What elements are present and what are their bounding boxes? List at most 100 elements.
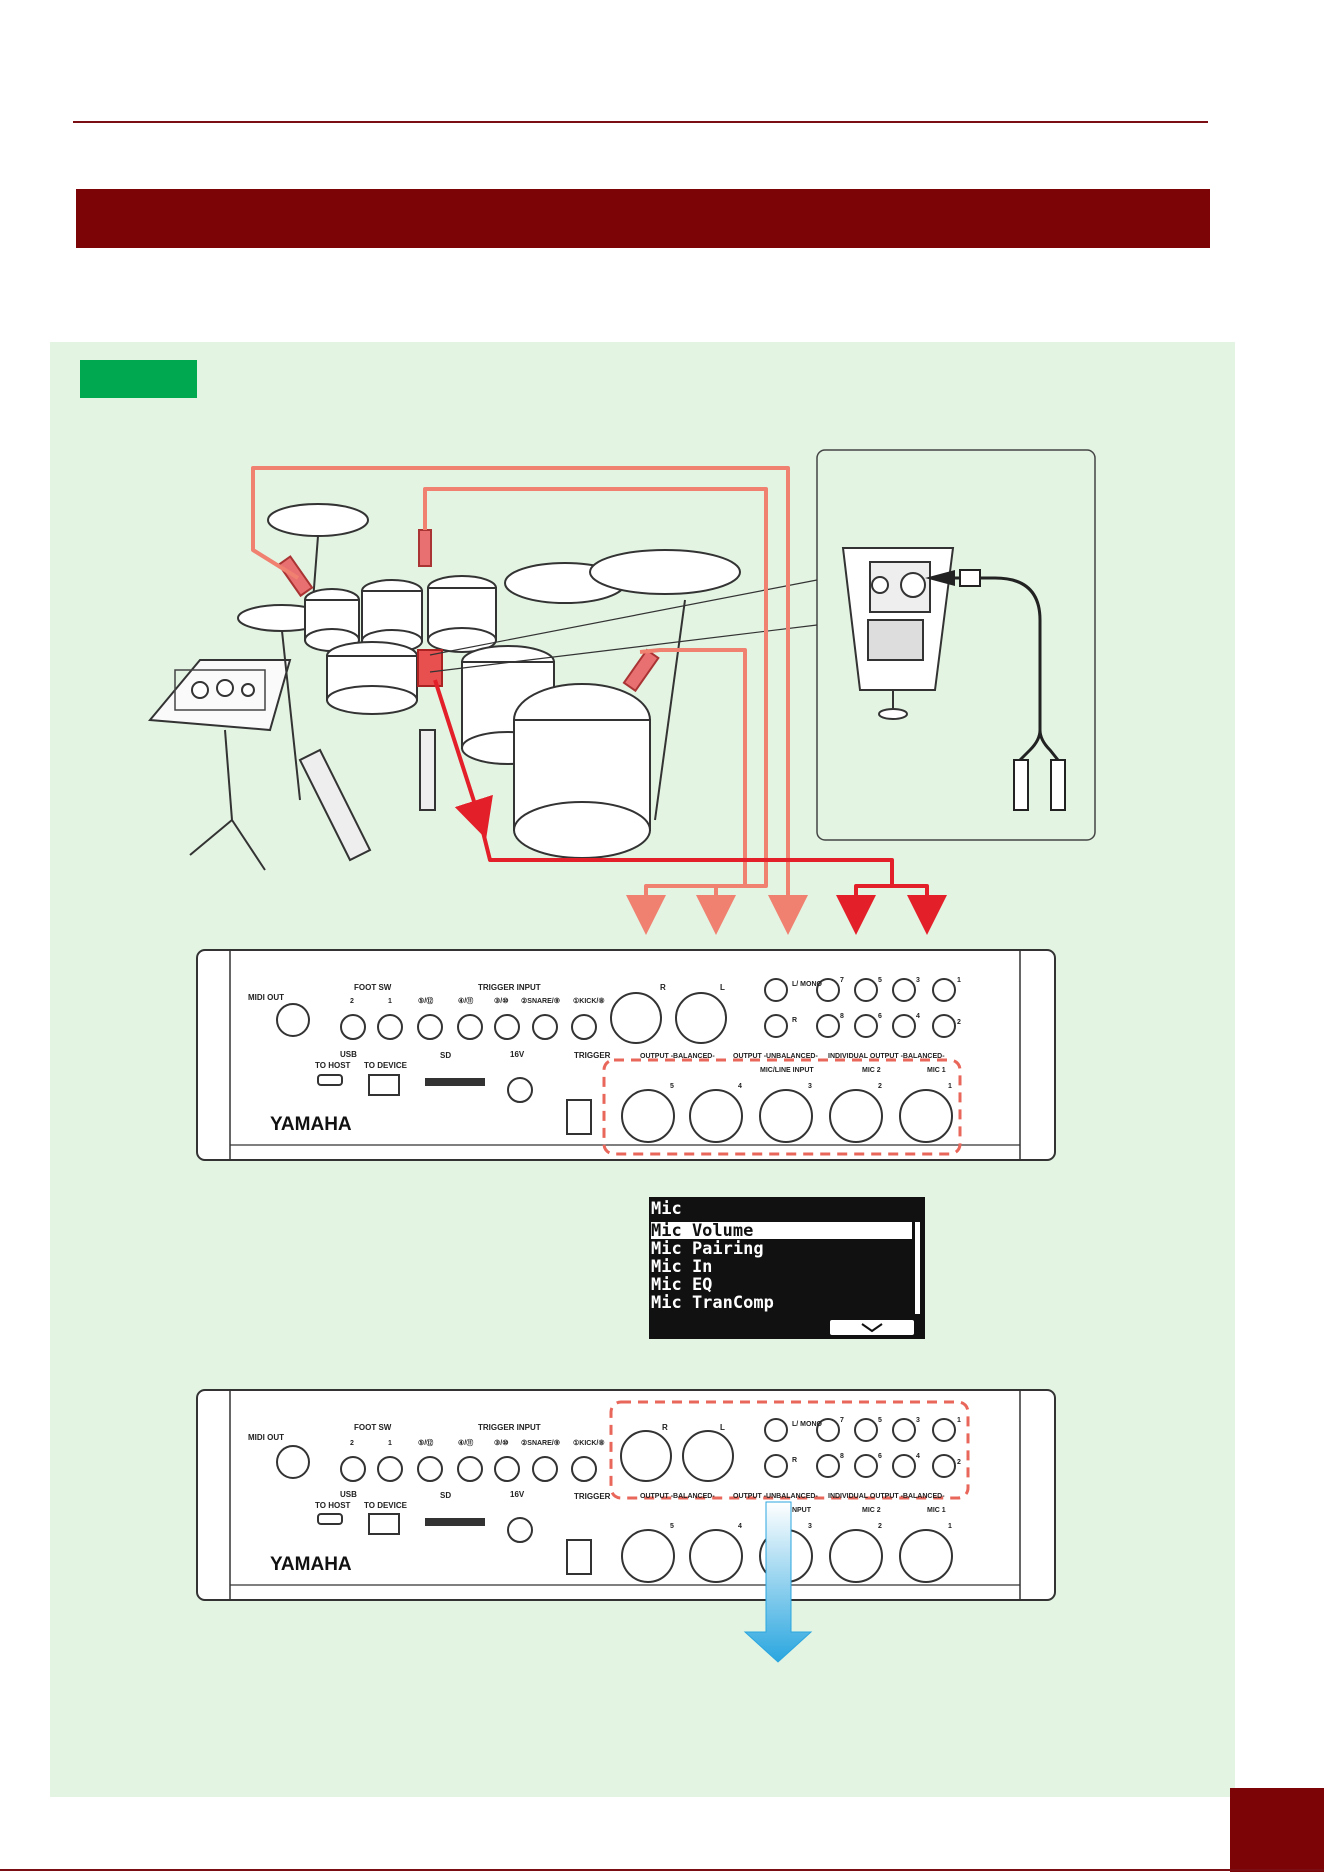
- ride-cymbal-right: [589, 549, 741, 595]
- output-unbal-r-label: R: [792, 1017, 797, 1024]
- power-label: 16V: [510, 1050, 525, 1059]
- individual-out-number: 4: [916, 1453, 920, 1460]
- header-rule: [73, 121, 1208, 123]
- power-label: 16V: [510, 1490, 525, 1499]
- individual-out-number: 5: [878, 977, 882, 984]
- usb-label: USB: [340, 1050, 357, 1059]
- output-l-mono-label: L/ MONO: [792, 1421, 822, 1428]
- output-r-label: R: [662, 1423, 668, 1432]
- sd-label: SD: [440, 1051, 451, 1060]
- individual-output-label: INDIVIDUAL OUTPUT -BALANCED-: [828, 1053, 945, 1060]
- output-unbalanced-label: OUTPUT -UNBALANCED-: [733, 1493, 818, 1500]
- page-number-tab: [1230, 1788, 1324, 1872]
- individual-out-number: 6: [878, 1013, 882, 1020]
- mic-2-label: MIC 2: [862, 1067, 881, 1074]
- rear-panel-bottom: [196, 1389, 1056, 1601]
- output-balanced-label: OUTPUT -BALANCED-: [640, 1053, 715, 1060]
- trigger-jack-label: ⑤/⑫: [418, 1438, 433, 1447]
- yamaha-logo: YAMAHA: [270, 1554, 352, 1575]
- footer-rule: [0, 1869, 1324, 1871]
- individual-out-number: 2: [957, 1459, 961, 1466]
- lcd-menu-item: Mic Volume: [651, 1221, 753, 1241]
- trigger-jack-label: ③/⑩: [494, 1439, 509, 1447]
- individual-out-number: 4: [916, 1013, 920, 1020]
- input-number: 1: [948, 1083, 952, 1090]
- section-title-bar: [76, 189, 1210, 248]
- foot-sw-1-label: 1: [388, 1440, 392, 1447]
- trigger-jack-label: ①KICK/⑧: [573, 1439, 605, 1447]
- individual-output-label: INDIVIDUAL OUTPUT -BALANCED-: [828, 1493, 945, 1500]
- input-number: 3: [808, 1523, 812, 1530]
- lcd-menu-item: Mic EQ: [651, 1275, 712, 1295]
- mic-clamp-illustration: [841, 547, 955, 720]
- lcd-menu-item: Mic In: [651, 1257, 712, 1277]
- midi-out-label: MIDI OUT: [248, 1433, 284, 1442]
- to-host-label: TO HOST: [315, 1501, 351, 1510]
- input-number: 4: [738, 1083, 742, 1090]
- rear-panel-top: [196, 949, 1056, 1161]
- trigger-input-label: TRIGGER INPUT: [478, 983, 541, 992]
- output-unbalanced-label: OUTPUT -UNBALANCED-: [733, 1053, 818, 1060]
- y-cable: [955, 576, 1060, 762]
- mic-cables: [251, 466, 947, 935]
- trigger-jack-label: ①KICK/⑧: [573, 997, 605, 1005]
- lcd-screen: Mic Mic Volume Mic Pairing Mic In Mic EQ…: [649, 1197, 925, 1339]
- to-host-label: TO HOST: [315, 1061, 351, 1070]
- yamaha-logo: YAMAHA: [270, 1114, 352, 1135]
- trigger-jack-label: ③/⑩: [494, 997, 509, 1005]
- individual-out-number: 8: [840, 1453, 844, 1460]
- foot-sw-2-label: 2: [350, 1440, 354, 1447]
- foot-sw-label: FOOT SW: [354, 1423, 392, 1432]
- foot-sw-1-label: 1: [388, 998, 392, 1005]
- mic-1-label: MIC 1: [927, 1067, 946, 1074]
- output-l-label: L: [720, 1423, 725, 1432]
- individual-out-number: 1: [957, 977, 961, 984]
- individual-out-number: 6: [878, 1453, 882, 1460]
- midi-out-label: MIDI OUT: [248, 993, 284, 1002]
- usb-label: USB: [340, 1490, 357, 1499]
- output-arrow-icon: [743, 1501, 813, 1663]
- crash-cymbal: [267, 503, 369, 537]
- scroll-down-icon: [861, 1323, 883, 1333]
- individual-out-number: 3: [916, 977, 920, 984]
- example-tag: [80, 360, 197, 398]
- individual-out-number: 3: [916, 1417, 920, 1424]
- sd-label: SD: [440, 1491, 451, 1500]
- foot-sw-2-label: 2: [350, 998, 354, 1005]
- input-number: 1: [948, 1523, 952, 1530]
- individual-out-number: 7: [840, 1417, 844, 1424]
- input-number: 3: [808, 1083, 812, 1090]
- trigger-input-label: TRIGGER INPUT: [478, 1423, 541, 1432]
- input-number: 2: [878, 1083, 882, 1090]
- lcd-title: Mic: [651, 1199, 682, 1219]
- input-number: 5: [670, 1523, 674, 1530]
- outputs-highlight: [609, 1400, 970, 1500]
- to-device-label: TO DEVICE: [364, 1501, 408, 1510]
- trigger-jack-label: ②SNARE/⑨: [521, 997, 560, 1005]
- input-number: 4: [738, 1523, 742, 1530]
- lcd-menu-item: Mic TranComp: [651, 1293, 774, 1313]
- inset-detail-box: [816, 449, 1096, 841]
- individual-out-number: 2: [957, 1019, 961, 1026]
- trigger-label: TRIGGER: [574, 1492, 611, 1501]
- lcd-menu-item: Mic Pairing: [651, 1239, 764, 1259]
- output-r-label: R: [660, 983, 666, 992]
- kick-mic: [417, 649, 443, 687]
- drum-kit-illustration: [148, 503, 741, 871]
- individual-out-number: 7: [840, 977, 844, 984]
- individual-out-number: 8: [840, 1013, 844, 1020]
- input-number: 2: [878, 1523, 882, 1530]
- trigger-jack-label: ②SNARE/⑨: [521, 1439, 560, 1447]
- trigger-jack-label: ⑤/⑫: [418, 996, 433, 1005]
- mic-1-label: MIC 1: [927, 1507, 946, 1514]
- trigger-label: TRIGGER: [574, 1051, 611, 1060]
- individual-out-number: 5: [878, 1417, 882, 1424]
- input-number: 5: [670, 1083, 674, 1090]
- foot-sw-label: FOOT SW: [354, 983, 392, 992]
- output-l-label: L: [720, 983, 725, 992]
- mic-2-label: MIC 2: [862, 1507, 881, 1514]
- output-balanced-label: OUTPUT -BALANCED-: [640, 1493, 715, 1500]
- individual-out-number: 1: [957, 1417, 961, 1424]
- mic-line-input-label: MIC/LINE INPUT: [760, 1067, 814, 1074]
- mic-line-input-fragment: INPUT: [790, 1507, 812, 1514]
